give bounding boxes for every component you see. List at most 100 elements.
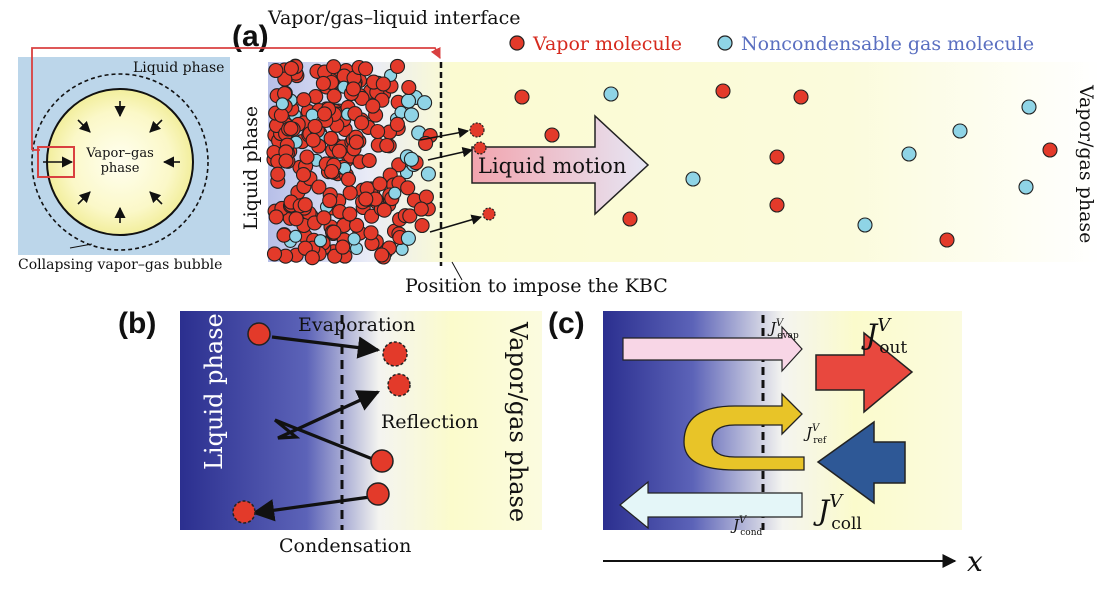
interface-molecule bbox=[401, 79, 417, 96]
evaporating-molecule bbox=[469, 122, 485, 138]
reflected-molecule bbox=[387, 373, 411, 397]
kbc-position-label: Position to impose the KBC bbox=[405, 275, 668, 297]
condensing-molecule bbox=[366, 482, 390, 506]
liquid-vapor-molecule bbox=[295, 167, 312, 183]
free-gas-molecule bbox=[1018, 179, 1034, 195]
vapor-gas-phase-label-b: Vapor/gas phase bbox=[504, 321, 532, 522]
free-vapor-molecule bbox=[1042, 142, 1058, 158]
liquid-vapor-molecule bbox=[374, 247, 390, 263]
free-vapor-molecule bbox=[769, 149, 785, 165]
liquid-vapor-molecule bbox=[288, 211, 304, 227]
liquid-motion-label: Liquid motion bbox=[478, 154, 626, 178]
liquid-vapor-molecule bbox=[342, 206, 358, 222]
interface-molecule bbox=[403, 107, 420, 123]
interface-molecule bbox=[403, 151, 419, 167]
interface-molecule bbox=[400, 230, 416, 246]
liquid-vapor-molecule bbox=[342, 185, 358, 201]
free-gas-molecule bbox=[1021, 99, 1037, 115]
liquid-vapor-molecule bbox=[283, 120, 299, 137]
legend-vapor-marker bbox=[509, 35, 525, 51]
interface-molecule bbox=[420, 166, 436, 182]
free-vapor-molecule bbox=[544, 127, 560, 143]
liquid-gas-molecule bbox=[289, 229, 303, 243]
liquid-gas-molecule bbox=[347, 232, 361, 246]
liquid-vapor-molecule bbox=[331, 143, 347, 159]
liquid-vapor-molecule bbox=[340, 171, 357, 187]
incoming-molecule bbox=[370, 449, 394, 473]
free-gas-molecule bbox=[685, 171, 701, 187]
interface-title: Vapor/gas–liquid interface bbox=[267, 7, 520, 29]
condensed-molecule bbox=[232, 500, 256, 524]
liquid-vapor-molecule bbox=[283, 60, 299, 76]
out-flux-arrow bbox=[815, 331, 914, 414]
liquid-vapor-molecule bbox=[305, 132, 321, 148]
liquid-vapor-molecule bbox=[361, 152, 377, 169]
legend-vapor-label: Vapor molecule bbox=[532, 33, 682, 55]
evaporating-molecule bbox=[473, 141, 487, 155]
bubble-caption: Collapsing vapor–gas bubble bbox=[18, 257, 222, 273]
liquid-vapor-molecule bbox=[389, 116, 405, 132]
liquid-vapor-molecule bbox=[335, 239, 351, 255]
liquid-vapor-molecule bbox=[326, 88, 342, 104]
liquid-vapor-molecule bbox=[389, 58, 406, 74]
bubble-liquid-phase-label: Liquid phase bbox=[133, 60, 224, 76]
liquid-vapor-molecule bbox=[273, 107, 289, 123]
liquid-vapor-molecule bbox=[345, 81, 361, 97]
liquid-vapor-molecule bbox=[375, 76, 391, 92]
evaporation-arrow bbox=[271, 335, 381, 359]
liquid-vapor-molecule bbox=[358, 61, 374, 77]
evaporation-path-arrow bbox=[429, 214, 483, 233]
bubble-inner-label-2: phase bbox=[101, 161, 140, 176]
liquid-vapor-molecule bbox=[266, 246, 283, 262]
liquid-vapor-molecule bbox=[349, 217, 365, 233]
free-gas-molecule bbox=[603, 86, 619, 102]
reflection-path bbox=[273, 390, 381, 462]
bubble-inset: Liquid phase Vapor–gas phase Collapsing … bbox=[18, 46, 441, 273]
liquid-gas-molecule bbox=[388, 186, 402, 200]
free-vapor-molecule bbox=[622, 211, 638, 227]
legend-gas-label: Noncondensable gas molecule bbox=[741, 33, 1034, 55]
x-axis-label: x bbox=[967, 545, 983, 578]
ref-flux-arrow bbox=[683, 392, 805, 471]
liquid-vapor-molecule bbox=[268, 62, 284, 79]
cond-flux-arrow bbox=[619, 480, 803, 530]
free-gas-molecule bbox=[952, 123, 968, 139]
liquid-motion-arrow: Liquid motion bbox=[471, 114, 650, 216]
panel-c-label: (c) bbox=[548, 307, 585, 340]
liquid-vapor-molecule bbox=[311, 179, 327, 195]
liquid-vapor-molecule bbox=[358, 191, 374, 207]
bubble-inner-label-1: Vapor–gas bbox=[85, 146, 154, 161]
reflection-label: Reflection bbox=[381, 411, 479, 433]
interface-molecule bbox=[402, 208, 418, 224]
liquid-vapor-molecule bbox=[323, 130, 339, 146]
liquid-vapor-molecule bbox=[326, 59, 342, 75]
interface-molecule bbox=[414, 217, 430, 234]
liquid-vapor-molecule bbox=[297, 197, 313, 213]
liquid-vapor-molecule bbox=[326, 224, 342, 240]
liquid-vapor-molecule bbox=[276, 227, 292, 243]
liquid-vapor-molecule bbox=[315, 75, 331, 91]
liquid-gas-molecule bbox=[275, 97, 289, 111]
interface-molecule bbox=[413, 201, 429, 217]
interface-molecule bbox=[417, 95, 433, 111]
liquid-vapor-molecule bbox=[322, 193, 338, 209]
evaporation-path-arrow bbox=[427, 146, 474, 161]
condensation-label: Condensation bbox=[279, 535, 411, 557]
free-vapor-molecule bbox=[939, 232, 955, 248]
liquid-vapor-molecule bbox=[363, 225, 379, 241]
interface-molecule bbox=[400, 93, 417, 109]
panel-b-label: (b) bbox=[118, 307, 156, 340]
free-vapor-molecule bbox=[514, 89, 530, 105]
liquid-vapor-molecule bbox=[316, 106, 333, 122]
coll-flux-arrow bbox=[816, 420, 906, 505]
liquid-vapor-molecule bbox=[379, 137, 395, 154]
